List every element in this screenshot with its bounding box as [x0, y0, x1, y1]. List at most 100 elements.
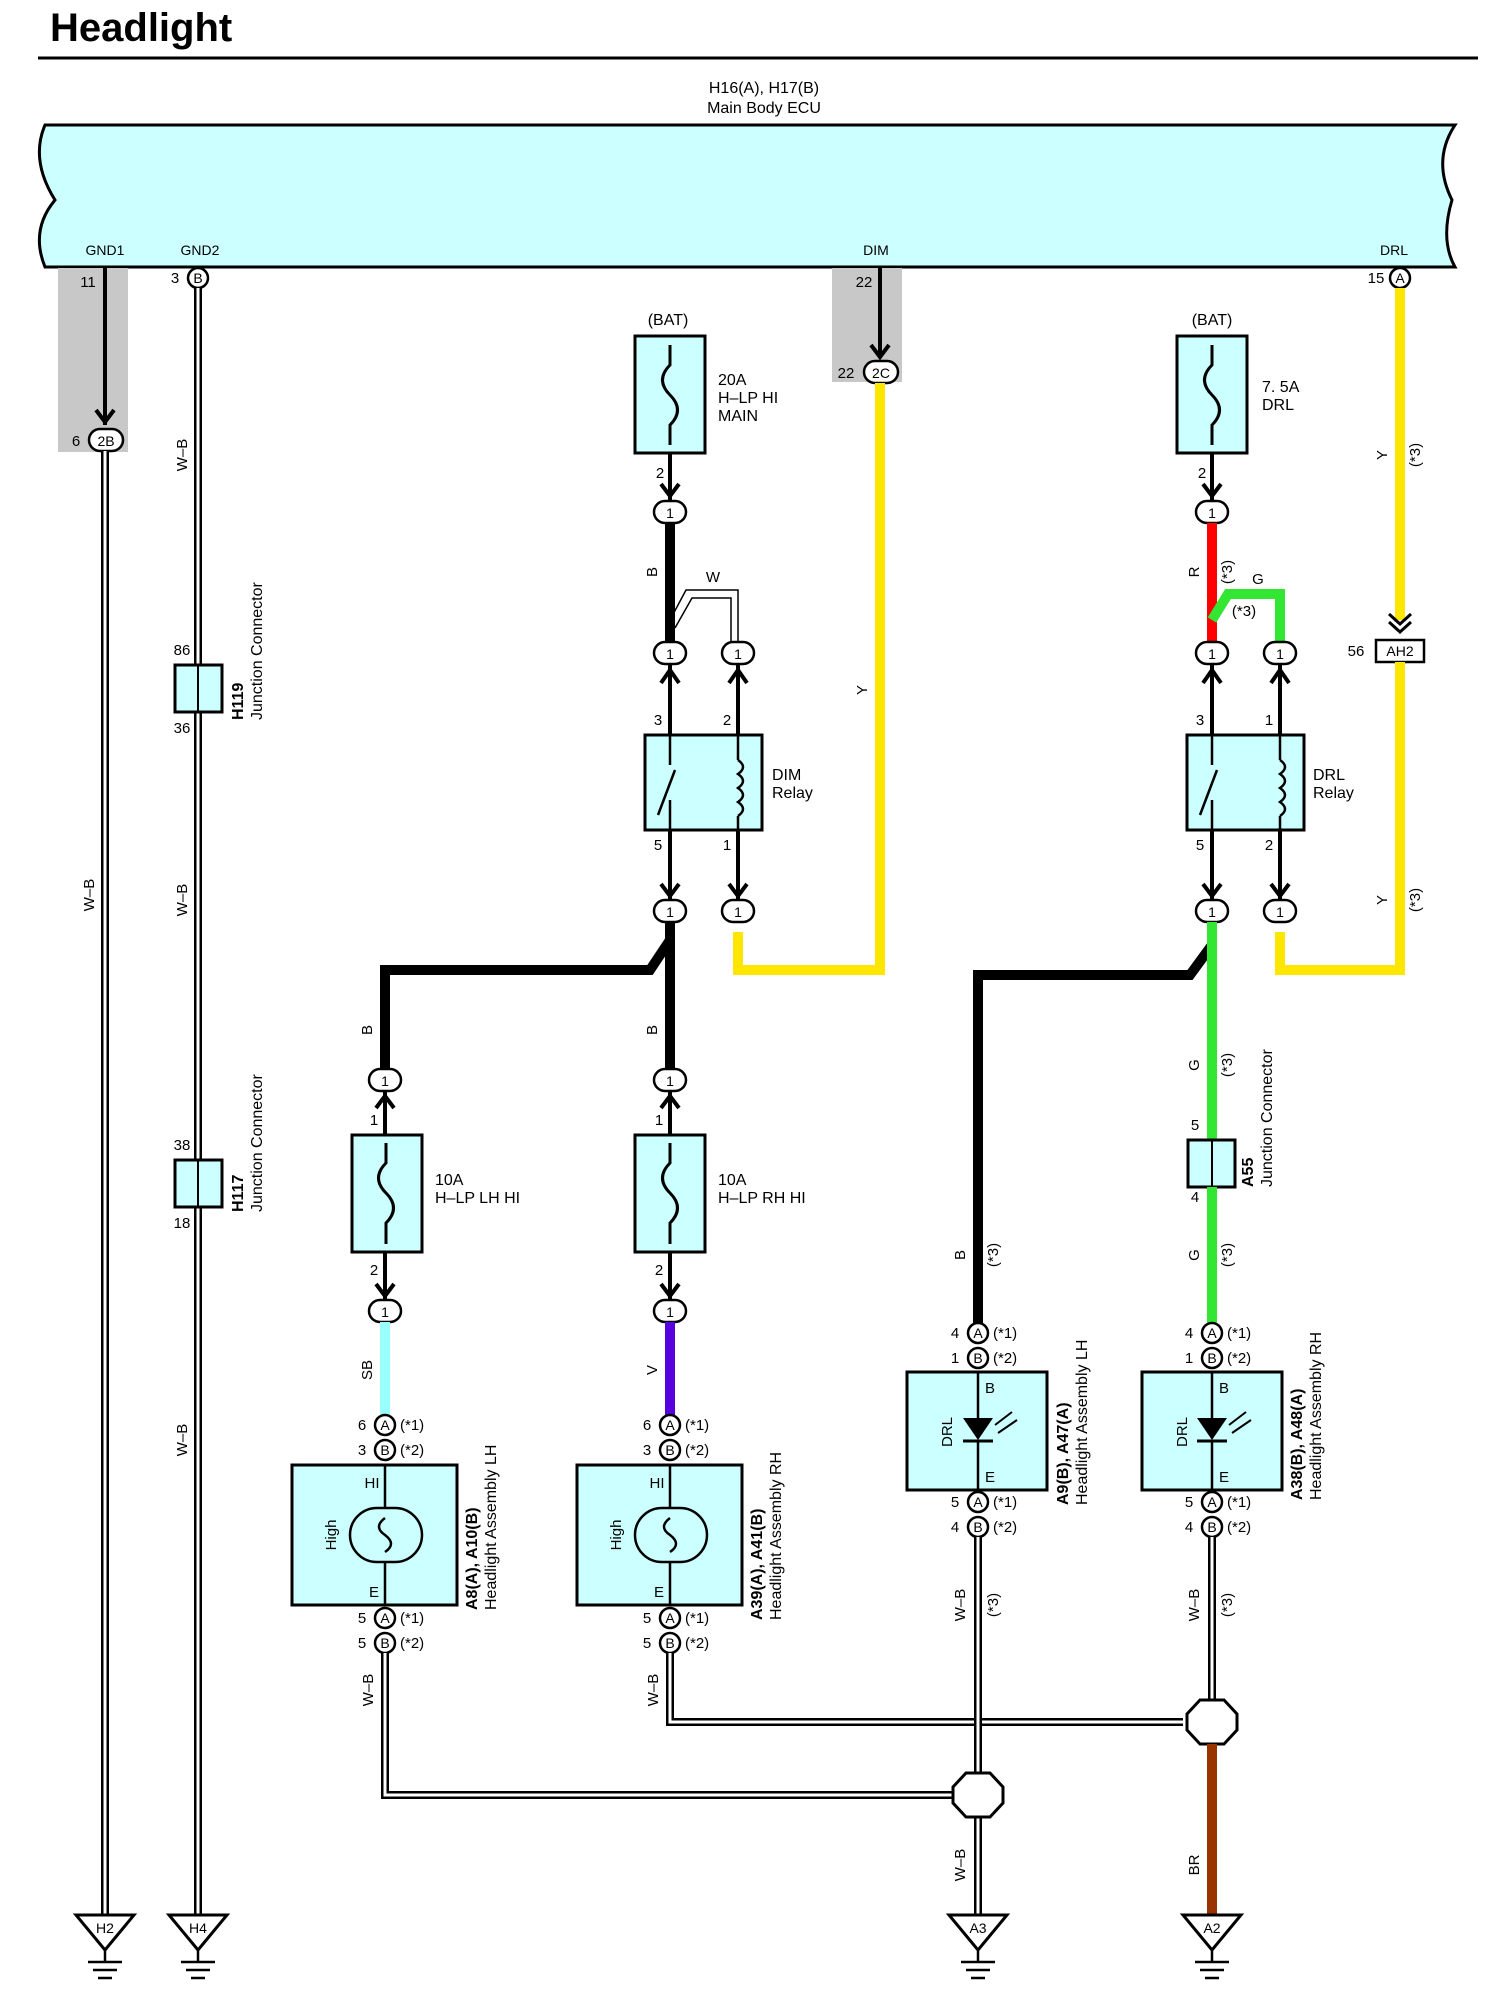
arrow-dim-relay-pin1-out: [727, 882, 749, 900]
shield-gnd1: [58, 268, 128, 452]
bat-label-dim: (BAT): [648, 312, 689, 329]
rh-drl-pin-a-bot: 5: [1185, 1494, 1193, 1511]
lh-hi-note-b-top: (*2): [400, 1442, 424, 1459]
rh-drl-marker-a-bot: [1200, 1490, 1224, 1514]
connector-lh-fuse-out-pin: 1: [381, 1304, 389, 1320]
ground-h4: [165, 1913, 231, 1980]
fuse-lh-hi-amp: 10A: [435, 1172, 464, 1189]
headlight-rh-drl-ray-2: [1231, 1419, 1252, 1434]
headlight-lh-hi-bulb: [348, 1506, 424, 1564]
arrow-rh-fuse-out: [659, 1282, 681, 1300]
fuse-drl-element: [1203, 345, 1221, 445]
junction-h117-id: H117: [230, 1175, 247, 1212]
headlight-rh-drl-top-label: B: [1219, 1380, 1229, 1397]
rh-hi-pin-b-top: 3: [643, 1442, 651, 1459]
rh-hi-note-b-bot: (*2): [685, 1635, 709, 1652]
pin-gnd2: 3: [171, 270, 179, 287]
headlight-rh-hi-bulb: [633, 1506, 709, 1564]
wire-label-drl-r: R: [1186, 566, 1203, 577]
lh-drl-marker-b-top-letter: B: [973, 1350, 982, 1366]
headlight-lh-hi-top-label: HI: [365, 1475, 380, 1492]
drl-relay-contact: [1198, 769, 1219, 816]
wire-label-dim-b: B: [644, 567, 661, 577]
ground-h2: [72, 1913, 138, 1980]
arrow-drl-relay-pin1: [1269, 666, 1291, 685]
fuse-rh-hi-amp: 10A: [718, 1172, 747, 1189]
wire-note-drl-lh-b: (*3): [985, 1243, 1002, 1267]
fuse-hlp-hi-main-pin-out: 2: [656, 465, 664, 482]
wire-note-lh-drl-gnd: (*3): [985, 1593, 1002, 1617]
wire-label-dim-y: Y: [854, 685, 871, 695]
connector-drl-relay-out-b[interactable]: [1262, 898, 1298, 924]
wire-label-br: BR: [1186, 1854, 1203, 1875]
lh-hi-marker-a-top: [373, 1413, 397, 1437]
wire-label-h4-a: W–B: [174, 439, 191, 472]
drl-relay-pin5: 5: [1196, 837, 1204, 854]
wire-note-drl-r: (*3): [1219, 560, 1236, 584]
headlight-rh-hi-name: Headlight Assembly RH: [768, 1452, 785, 1620]
lh-drl-marker-b-top: [966, 1346, 990, 1370]
splice-rh: [1185, 1698, 1239, 1746]
lh-hi-note-a-top: (*1): [400, 1417, 424, 1434]
fuse-lh-hi-element: [377, 1143, 395, 1244]
lh-hi-marker-a-bot: [373, 1606, 397, 1630]
connector-drl-relay-in-a-pin: 1: [1208, 646, 1216, 662]
wire-label-lh-drl-gnd: W–B: [952, 1589, 969, 1622]
wire-label-dim-w: W: [706, 569, 721, 586]
wire-label-drl-g-1: G: [1186, 1059, 1203, 1071]
junction-h119-name: Junction Connector: [249, 581, 266, 720]
wire-label-rh-hi-gnd: W–B: [645, 1674, 662, 1707]
wire-note-drl-y-2: (*3): [1407, 888, 1424, 912]
junction-a55-pin-bottom: 4: [1191, 1189, 1199, 1206]
lh-hi-pin-b-top: 3: [358, 1442, 366, 1459]
wire-drl-b-to-lh: [973, 922, 1217, 1325]
arrow-dim-relay-pin3: [659, 666, 681, 685]
drl-relay[interactable]: [1185, 733, 1306, 832]
lh-hi-pin-b-bot: 5: [358, 1635, 366, 1652]
headlight-rh-hi[interactable]: [575, 1463, 744, 1607]
wire-label-drl-y-1: Y: [1374, 450, 1391, 460]
connector-dim-relay-in-b-pin: 1: [734, 646, 742, 662]
headlight-lh-hi-bottom-label: E: [369, 1584, 379, 1601]
rh-hi-pin-a-bot: 5: [643, 1610, 651, 1627]
connector-ah2-pin: 56: [1348, 643, 1365, 660]
rh-drl-note-b-bot: (*2): [1227, 1519, 1251, 1536]
dim-relay-pin1: 1: [723, 837, 731, 854]
lh-drl-marker-b-bot-letter: B: [973, 1519, 982, 1535]
wire-note-drl-g-2: (*3): [1219, 1243, 1236, 1267]
fuse-rh-pin-in: 1: [655, 1112, 663, 1129]
junction-h119-pin-bottom: 36: [174, 720, 191, 737]
ground-return-wires: [381, 1537, 1216, 1915]
main-body-ecu[interactable]: [37, 123, 1458, 269]
rh-drl-note-a-bot: (*1): [1227, 1494, 1251, 1511]
headlight-lh-drl-name: Headlight Assembly LH: [1074, 1340, 1091, 1505]
lh-hi-marker-b-bot-letter: B: [380, 1635, 389, 1651]
lh-hi-pin-a-top: 6: [358, 1417, 366, 1434]
connector-dim-relay-out-b[interactable]: [720, 898, 756, 924]
arrow-dim-relay-pin2: [727, 666, 749, 685]
headlight-lh-hi-name: Headlight Assembly LH: [483, 1445, 500, 1610]
rh-drl-marker-b-bot-letter: B: [1207, 1519, 1216, 1535]
pin-dim: 22: [856, 274, 873, 291]
lh-drl-marker-a-top-letter: A: [973, 1325, 983, 1341]
pin-gnd1: 11: [80, 274, 96, 291]
bat-label-drl: (BAT): [1192, 312, 1233, 329]
wire-note-rh-drl-gnd: (*3): [1219, 1593, 1236, 1617]
wire-label-rh-v: V: [644, 1365, 661, 1375]
rh-drl-pin-b-top: 1: [1185, 1350, 1193, 1367]
arrow-drl-relay-pin5-out: [1201, 882, 1223, 900]
dim-relay[interactable]: [643, 733, 764, 832]
dim-relay-coil: [735, 758, 745, 818]
lh-hi-marker-b-top: [373, 1438, 397, 1462]
connector-2b-pin: 6: [72, 433, 80, 450]
junction-h117-pin-top: 38: [174, 1137, 191, 1154]
arrow-lh-fuse-in: [374, 1092, 396, 1110]
ground-a2-label: A2: [1203, 1920, 1220, 1936]
headlight-lh-drl-ray-2: [997, 1419, 1018, 1434]
ecu-terminal-drl: DRL: [1380, 242, 1408, 258]
wire-dim-y: [733, 383, 885, 975]
headlight-lh-hi[interactable]: [290, 1463, 459, 1607]
rh-drl-marker-a-top-letter: A: [1207, 1325, 1217, 1341]
lh-hi-pin-a-bot: 5: [358, 1610, 366, 1627]
